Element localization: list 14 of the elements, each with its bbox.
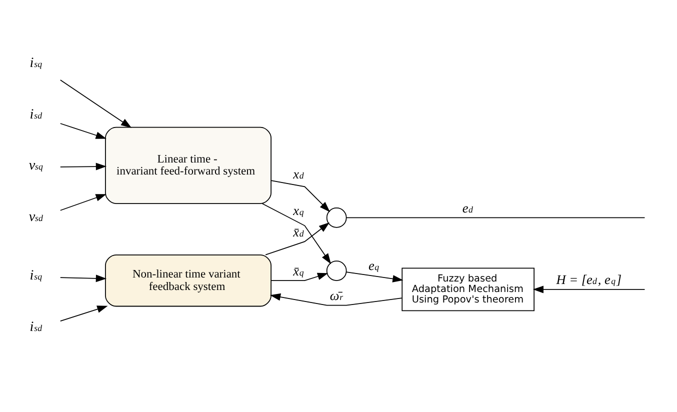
edge-label: eq [368, 258, 380, 273]
node-text: isd [30, 318, 42, 335]
edge-label: xq [293, 203, 304, 218]
edge-label: ω̄r [330, 288, 344, 304]
node-text: vsd [28, 209, 43, 226]
edge-label: H = [ed, eq] [556, 272, 622, 288]
node-text: isd [30, 106, 42, 122]
node-text: isq [30, 54, 42, 71]
edge-label: x̄q [293, 263, 304, 278]
edge-label: x̄d [293, 224, 304, 240]
node-text: isq [30, 268, 42, 284]
edge-label: ed [462, 200, 473, 216]
edge-label: xd [293, 166, 304, 182]
node-text: vsq [28, 158, 43, 174]
